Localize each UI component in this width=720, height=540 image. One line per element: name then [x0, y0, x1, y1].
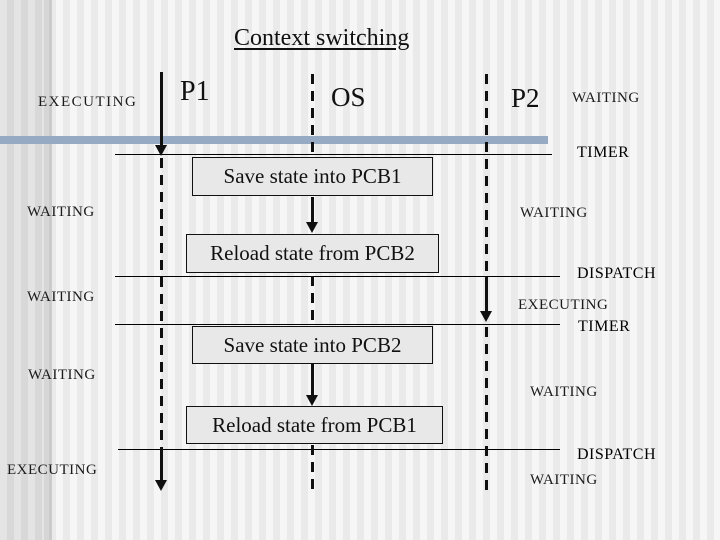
box-save-state-pcb2: Save state into PCB2 — [192, 326, 433, 364]
p1-line-executing-bottom — [160, 450, 163, 481]
p2-line-executing — [485, 277, 488, 311]
lane-label-p1: P1 — [180, 76, 210, 107]
p1-state-executing-2: EXECUTING — [7, 462, 98, 478]
arrow-down-icon — [480, 311, 492, 322]
p2-line-waiting-top-dashed — [485, 74, 488, 277]
slide-title: Context switching — [234, 25, 410, 51]
box-reload-state-pcb2: Reload state from PCB2 — [186, 234, 439, 273]
event-line-timer-1 — [115, 154, 552, 155]
lane-label-os: OS — [331, 82, 366, 112]
os-line-idle-top-dashed — [311, 74, 314, 157]
box-save-state-pcb1: Save state into PCB1 — [192, 157, 433, 196]
event-label-dispatch-2: DISPATCH — [577, 446, 656, 463]
arrow-down-icon — [306, 222, 318, 233]
event-line-dispatch-1 — [115, 276, 560, 277]
left-stripe-panel — [0, 0, 52, 540]
arrow-down-icon — [155, 480, 167, 491]
accent-bar — [0, 136, 548, 144]
event-line-timer-2 — [115, 324, 560, 325]
left-stripe-panel-edge — [44, 0, 52, 540]
lane-label-p2: P2 — [511, 83, 540, 113]
p1-state-waiting-1: WAITING — [27, 204, 95, 220]
os-line-switch-2 — [311, 364, 314, 396]
arrow-down-icon — [306, 395, 318, 406]
p2-state-waiting-4: WAITING — [530, 472, 598, 488]
p1-state-executing-1: EXECUTING — [38, 94, 138, 110]
p1-state-waiting-3: WAITING — [28, 367, 96, 383]
p1-line-executing-top — [160, 72, 163, 146]
os-line-switch-1 — [311, 197, 314, 223]
arrow-down-icon — [155, 145, 167, 156]
p2-state-executing: EXECUTING — [518, 297, 609, 313]
p1-line-waiting-dashed — [160, 158, 163, 450]
event-label-dispatch-1: DISPATCH — [577, 265, 656, 282]
os-line-idle-bottom-dashed — [311, 445, 314, 490]
event-line-dispatch-2 — [118, 449, 560, 450]
event-label-timer-1: TIMER — [577, 144, 630, 161]
p2-state-waiting-2: WAITING — [520, 205, 588, 221]
p1-state-waiting-2: WAITING — [27, 289, 95, 305]
p2-state-waiting-1: WAITING — [572, 90, 640, 106]
p2-state-waiting-3: WAITING — [530, 384, 598, 400]
p2-line-waiting-bottom-dashed — [485, 327, 488, 490]
os-line-idle-mid-dashed — [311, 276, 314, 325]
box-reload-state-pcb1: Reload state from PCB1 — [186, 406, 443, 444]
event-label-timer-2: TIMER — [578, 318, 631, 335]
